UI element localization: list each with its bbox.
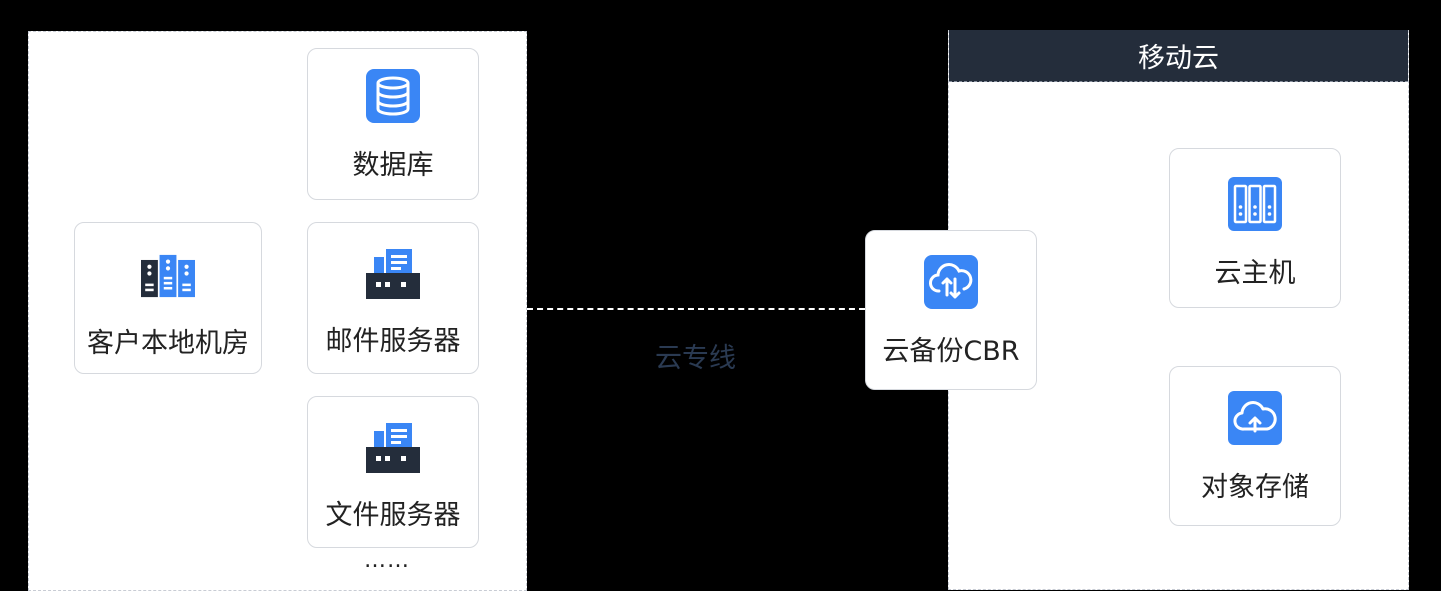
- object-storage-icon: [1228, 391, 1282, 445]
- server-machine-icon: [366, 247, 420, 301]
- node-label: 邮件服务器: [325, 326, 461, 357]
- node-on-premise: 客户本地机房: [74, 222, 262, 374]
- mobile-cloud-title: 移动云: [949, 30, 1408, 82]
- node-object-storage: 对象存储: [1169, 366, 1341, 526]
- server-rack-icon: [141, 249, 195, 303]
- dedicated-line-label: 云专线: [655, 343, 736, 374]
- node-label: 客户本地机房: [87, 328, 249, 359]
- server-machine-icon: [366, 421, 420, 475]
- node-label: 数据库: [352, 150, 434, 181]
- node-label: 文件服务器: [325, 500, 461, 531]
- database-icon: [366, 69, 420, 123]
- node-cloud-backup: 云备份CBR: [865, 230, 1037, 390]
- cloud-host-icon: [1228, 177, 1282, 231]
- node-mail-server: 邮件服务器: [307, 222, 479, 374]
- node-database: 数据库: [307, 48, 479, 200]
- node-cloud-host: 云主机: [1169, 148, 1341, 308]
- cloud-backup-icon: [924, 255, 978, 309]
- more-servers-indicator: ……: [364, 548, 410, 573]
- node-label: 云主机: [1214, 258, 1296, 289]
- node-file-server: 文件服务器: [307, 396, 479, 548]
- node-label: 对象存储: [1201, 472, 1309, 503]
- node-label: 云备份CBR: [882, 336, 1020, 367]
- dedicated-line-connector: [527, 308, 865, 310]
